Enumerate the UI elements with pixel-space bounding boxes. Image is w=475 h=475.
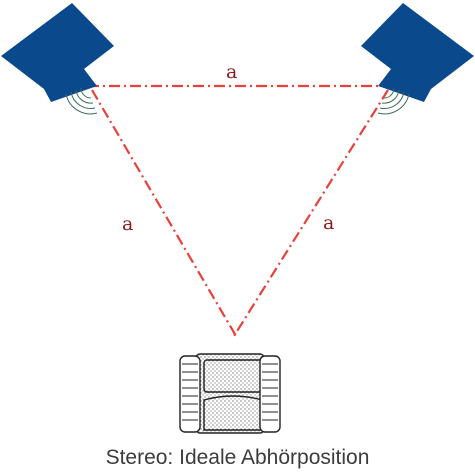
edge-label-right: a xyxy=(323,212,334,234)
edge-left-line xyxy=(91,89,237,337)
edge-label-top: a xyxy=(226,61,237,83)
edge-label-left: a xyxy=(122,213,133,235)
speaker-right-icon xyxy=(361,3,474,115)
speaker-left-icon xyxy=(1,3,114,115)
edge-right-line xyxy=(233,89,389,337)
listening-triangle xyxy=(88,84,392,337)
listener-chair-icon xyxy=(179,353,281,434)
diagram-caption: Stereo: Ideale Abhörposition xyxy=(105,446,370,469)
